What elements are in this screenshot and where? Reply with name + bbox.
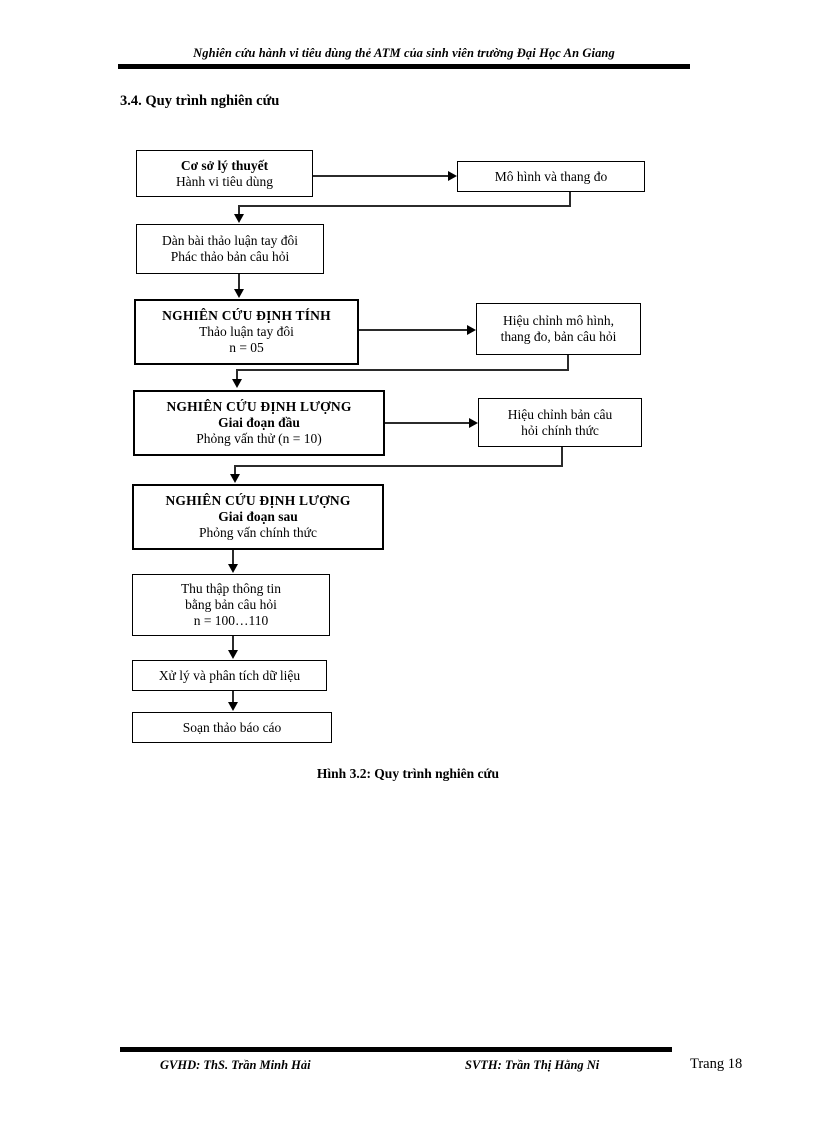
flow-box-line-2: Phác thảo bản câu hỏi xyxy=(170,249,290,264)
flow-box-line-1: Hiệu chỉnh mô hình, xyxy=(503,313,614,329)
flow-box-line-1: Xử lý và phân tích dữ liệu xyxy=(158,667,301,683)
connector-to-dinh-luong-dau xyxy=(236,369,238,381)
connector-hieu-chinh-ban-left xyxy=(234,465,563,467)
arrowhead-down-to-dinh-tinh xyxy=(234,289,244,298)
arrowhead-down-to-dan-bai xyxy=(234,214,244,223)
flow-box-line-1: NGHIÊN CỨU ĐỊNH TÍNH xyxy=(162,308,331,324)
flow-box-mo-hinh-thang-do: Mô hình và thang đo xyxy=(457,161,645,192)
arrowhead-down-to-soan-thao xyxy=(228,702,238,711)
flow-box-line-1: NGHIÊN CỨU ĐỊNH LƯỢNG xyxy=(165,493,351,509)
flow-box-line-1: Dàn bài thảo luận tay đôi xyxy=(161,233,299,249)
section-heading: 3.4. Quy trình nghiên cứu xyxy=(120,93,280,109)
flow-box-xu-ly-phan-tich: Xử lý và phân tích dữ liệu xyxy=(132,660,327,691)
connector-mo-hinh-left xyxy=(238,205,571,207)
arrowhead-right-to-hieu-chinh-mo-hinh xyxy=(467,325,476,335)
flow-box-line-2: Giai đoạn sau xyxy=(218,509,298,525)
flow-box-line-1: NGHIÊN CỨU ĐỊNH LƯỢNG xyxy=(166,399,352,415)
footer-rule xyxy=(120,1047,672,1052)
connector-xu-ly-down xyxy=(232,691,234,705)
figure-caption: Hình 3.2: Quy trình nghiên cứu xyxy=(316,766,500,781)
connector-dan-bai-down xyxy=(238,274,240,291)
connector-hieu-chinh-mo-hinh-left xyxy=(236,369,569,371)
header-rule xyxy=(118,64,690,69)
flow-box-line-3: Phỏng vấn chính thức xyxy=(199,524,317,540)
flow-box-nghien-cuu-dinh-tinh: NGHIÊN CỨU ĐỊNH TÍNH Thảo luận tay đôi n… xyxy=(134,299,359,365)
flow-box-dinh-luong-giai-doan-dau: NGHIÊN CỨU ĐỊNH LƯỢNG Giai đoạn đầu Phỏn… xyxy=(133,390,385,456)
flow-box-line-2: thang đo, bản câu hỏi xyxy=(500,329,617,344)
flow-box-hieu-chinh-mo-hinh: Hiệu chỉnh mô hình, thang đo, bản câu hỏ… xyxy=(476,303,641,355)
connector-mo-hinh-down xyxy=(569,192,571,207)
flow-box-soan-thao-bao-cao: Soạn thảo báo cáo xyxy=(132,712,332,743)
flow-box-line-2: Hành vi tiêu dùng xyxy=(175,173,274,189)
arrowhead-right-to-mo-hinh xyxy=(448,171,457,181)
flow-box-co-so-ly-thuyet: Cơ sở lý thuyết Hành vi tiêu dùng xyxy=(136,150,313,197)
footer-student: SVTH: Trần Thị Hằng Ni xyxy=(465,1058,600,1072)
flow-box-line-2: hỏi chính thức xyxy=(521,422,599,438)
flow-box-dan-bai-thao-luan: Dàn bài thảo luận tay đôi Phác thảo bản … xyxy=(136,224,324,274)
flow-box-line-1: Mô hình và thang đo xyxy=(494,168,608,184)
connector-to-dan-bai xyxy=(238,205,240,216)
flow-box-line-3: n = 05 xyxy=(229,339,264,355)
connector-dinh-tinh-to-hieu-chinh xyxy=(359,329,468,331)
arrowhead-right-to-hieu-chinh-ban-cau-hoi xyxy=(469,418,478,428)
flow-box-dinh-luong-giai-doan-sau: NGHIÊN CỨU ĐỊNH LƯỢNG Giai đoạn sau Phỏn… xyxy=(132,484,384,550)
arrowhead-down-to-thu-thap xyxy=(228,564,238,573)
footer-page-number: Trang 18 xyxy=(690,1056,743,1072)
running-header-title: Nghiên cứu hành vi tiêu dùng thẻ ATM của… xyxy=(193,46,615,60)
connector-thu-thap-down xyxy=(232,636,234,652)
connector-co-so-to-mo-hinh xyxy=(313,175,448,177)
arrowhead-down-to-dinh-luong-dau xyxy=(232,379,242,388)
flow-box-line-2: Thảo luận tay đôi xyxy=(199,324,294,340)
arrowhead-down-to-xu-ly xyxy=(228,650,238,659)
flow-box-line-1: Soạn thảo báo cáo xyxy=(182,719,282,735)
connector-hieu-chinh-mo-hinh-down xyxy=(567,355,569,371)
flow-box-line-3: Phỏng vấn thử (n = 10) xyxy=(196,430,322,446)
connector-dinh-luong-sau-down xyxy=(232,550,234,566)
research-process-flowchart: Cơ sở lý thuyết Hành vi tiêu dùng Mô hìn… xyxy=(132,150,645,743)
flow-box-thu-thap-thong-tin: Thu thập thông tin bằng bản câu hỏi n = … xyxy=(132,574,330,636)
connector-dinh-luong-dau-to-hieu-chinh-ban xyxy=(385,422,470,424)
flow-box-line-1: Cơ sở lý thuyết xyxy=(180,157,269,173)
flow-box-line-2: bằng bản câu hỏi xyxy=(185,597,277,613)
connector-to-dinh-luong-sau xyxy=(234,465,236,476)
flow-box-line-1: Hiệu chỉnh bản câu xyxy=(507,406,613,422)
connector-hieu-chinh-ban-down xyxy=(561,447,563,467)
footer-supervisor: GVHD: ThS. Trần Minh Hải xyxy=(160,1058,311,1072)
flow-box-line-1: Thu thập thông tin xyxy=(180,581,282,597)
flow-box-line-3: n = 100…110 xyxy=(193,612,269,628)
flow-box-hieu-chinh-ban-cau-hoi: Hiệu chỉnh bản câu hỏi chính thức xyxy=(478,398,642,447)
flow-box-line-2: Giai đoạn đầu xyxy=(218,415,300,431)
arrowhead-down-to-dinh-luong-sau xyxy=(230,474,240,483)
